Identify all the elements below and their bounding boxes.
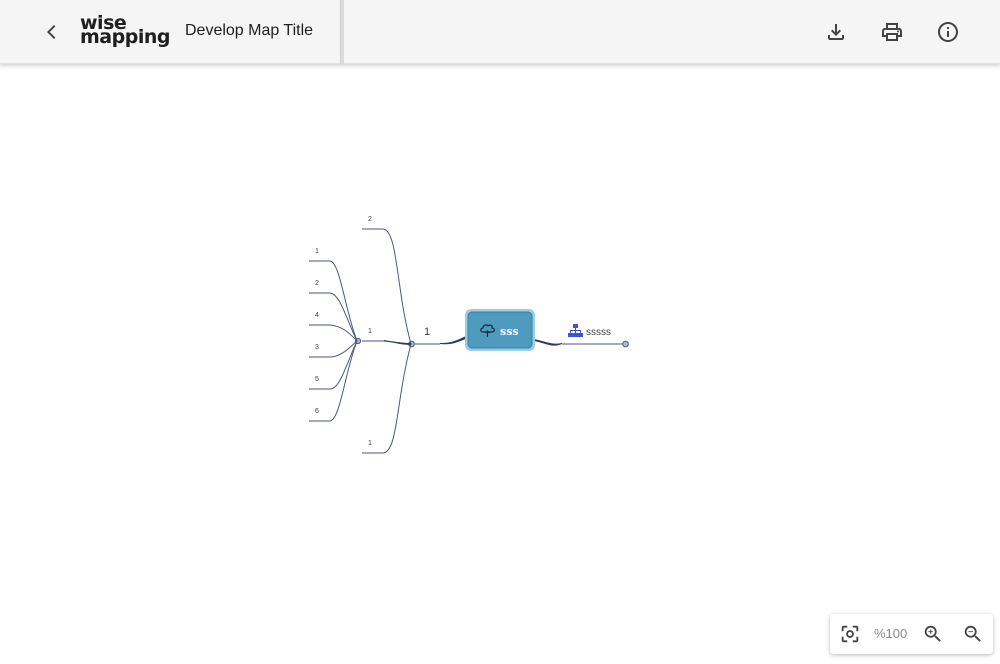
central-topic[interactable] xyxy=(467,311,533,349)
logo-line-2: mapping xyxy=(80,26,170,48)
info-icon xyxy=(938,22,958,42)
leaf-topic-3[interactable]: 3 xyxy=(315,344,319,351)
sitemap-icon xyxy=(568,324,583,337)
mindmap-svg: sss 1 2 1 1 1 2 4 3 5 6 sssss xyxy=(309,216,629,454)
topic-right-sssss[interactable]: sssss xyxy=(586,327,611,338)
wisemapping-logo[interactable]: wise mapping xyxy=(80,12,170,50)
fit-screen-icon xyxy=(841,625,859,643)
print-icon xyxy=(882,23,902,41)
app-header: wise mapping Develop Map Title xyxy=(0,0,1000,64)
leaf-topic-4[interactable]: 4 xyxy=(315,312,319,319)
link-taper-middle xyxy=(384,340,411,345)
leaf-topic-6[interactable]: 6 xyxy=(315,408,319,415)
topic-left-1[interactable]: 1 xyxy=(424,326,430,338)
print-button[interactable] xyxy=(876,16,908,48)
mindmap-canvas[interactable]: sss 1 2 1 1 1 2 4 3 5 6 sssss xyxy=(0,64,1000,664)
topic-left-1-1[interactable]: 1 xyxy=(368,328,372,335)
zoom-level: %100 xyxy=(874,626,908,641)
info-button[interactable] xyxy=(932,16,964,48)
back-arrow-icon xyxy=(47,25,56,39)
topic-left-1-1b[interactable]: 1 xyxy=(368,440,372,447)
zoom-out-icon xyxy=(964,625,981,642)
zoom-in-button[interactable] xyxy=(919,620,947,648)
links-level-3 xyxy=(309,260,358,422)
map-title[interactable]: Develop Map Title xyxy=(185,22,314,39)
central-topic-label: sss xyxy=(500,325,519,338)
cloud-icon xyxy=(480,324,495,337)
zoom-out-button[interactable] xyxy=(959,620,987,648)
logo-line-1: wise xyxy=(80,12,127,34)
header-divider xyxy=(340,0,344,64)
leaf-topic-1[interactable]: 1 xyxy=(315,248,319,255)
zoom-controls: %100 xyxy=(830,614,993,654)
topic-left-1-2[interactable]: 2 xyxy=(368,216,372,223)
leaf-topic-2[interactable]: 2 xyxy=(315,280,319,287)
link-central-to-left xyxy=(440,336,466,345)
zoom-in-icon xyxy=(924,625,941,642)
leaf-topic-5[interactable]: 5 xyxy=(315,376,319,383)
link-central-to-right xyxy=(534,339,562,346)
download-icon xyxy=(828,24,844,40)
back-button[interactable] xyxy=(36,16,68,48)
node-dot-right xyxy=(622,340,629,348)
fit-to-screen-button[interactable] xyxy=(836,620,864,648)
download-button[interactable] xyxy=(820,16,852,48)
